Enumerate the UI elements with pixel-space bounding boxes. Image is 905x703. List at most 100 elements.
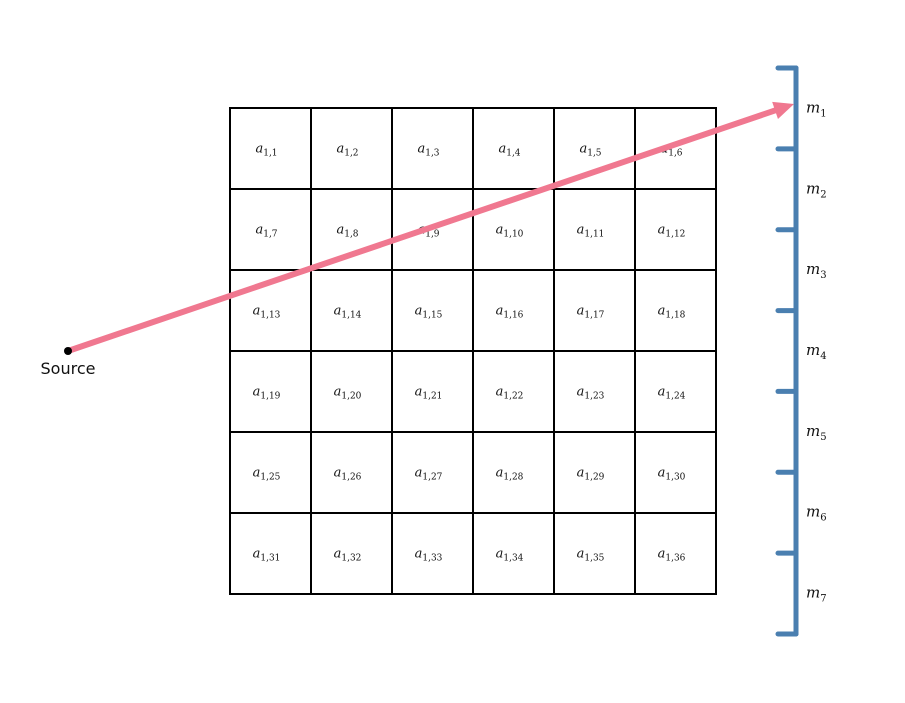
- cell-label-subscript: 1,27: [422, 473, 442, 483]
- cell-label-subscript: 1,12: [665, 230, 685, 240]
- detector-label-subscript: 4: [820, 351, 826, 362]
- cell-label-base: a: [334, 466, 342, 481]
- source-label: Source: [41, 359, 96, 378]
- detector-label-base: m: [806, 584, 820, 602]
- cell-label: a1,34: [496, 547, 524, 564]
- cell-label-subscript: 1,5: [587, 149, 602, 159]
- cell-label-subscript: 1,8: [344, 230, 359, 240]
- cell-label: a1,8: [336, 223, 358, 240]
- cell-label-subscript: 1,16: [503, 311, 523, 321]
- cell-label-base: a: [496, 304, 504, 319]
- grid-cell: a1,16: [472, 269, 555, 352]
- grid-cell: a1,17: [553, 269, 636, 352]
- cell-label: a1,20: [334, 385, 362, 402]
- cell-label-subscript: 1,11: [584, 230, 604, 240]
- grid-cell: a1,36: [634, 512, 717, 595]
- cell-label-subscript: 1,35: [584, 554, 604, 564]
- detector-label: m5: [806, 422, 827, 443]
- detector-label: m6: [806, 503, 827, 524]
- cell-label-base: a: [253, 466, 261, 481]
- detector-label: m4: [806, 341, 827, 362]
- cell-label-base: a: [496, 385, 504, 400]
- ray-line: [65, 107, 779, 354]
- cell-label-subscript: 1,25: [260, 473, 280, 483]
- cell-label-base: a: [577, 466, 585, 481]
- cell-label-base: a: [253, 547, 261, 562]
- cell-label: a1,3: [417, 142, 439, 159]
- cell-label: a1,21: [415, 385, 443, 402]
- detector-label-subscript: 2: [820, 189, 826, 200]
- cell-label-subscript: 1,30: [665, 473, 685, 483]
- cell-label-base: a: [658, 385, 666, 400]
- cell-label-base: a: [496, 466, 504, 481]
- cell-label: a1,27: [415, 466, 443, 483]
- cell-label-subscript: 1,3: [425, 149, 440, 159]
- cell-label-base: a: [577, 304, 585, 319]
- grid-cell: a1,4: [472, 107, 555, 190]
- cell-label: a1,4: [498, 142, 520, 159]
- cell-label-base: a: [496, 547, 504, 562]
- detector-label-base: m: [806, 179, 820, 197]
- grid-cell: a1,7: [229, 188, 312, 271]
- detector-label: m3: [806, 260, 827, 281]
- cell-label-base: a: [417, 142, 425, 157]
- grid-cell: a1,20: [310, 350, 393, 433]
- cell-label-base: a: [415, 385, 423, 400]
- grid-cell: a1,26: [310, 431, 393, 514]
- detector-label-base: m: [806, 503, 820, 521]
- cell-label: a1,15: [415, 304, 443, 321]
- cell-label-base: a: [336, 223, 344, 238]
- grid-cell: a1,21: [391, 350, 474, 433]
- grid-cell: a1,25: [229, 431, 312, 514]
- cell-label-subscript: 1,9: [425, 230, 440, 240]
- grid-cell: a1,3: [391, 107, 474, 190]
- cell-label-subscript: 1,24: [665, 392, 685, 402]
- cell-label-subscript: 1,36: [665, 554, 685, 564]
- cell-label-base: a: [415, 547, 423, 562]
- grid-cell: a1,27: [391, 431, 474, 514]
- cell-label-base: a: [658, 304, 666, 319]
- cell-label: a1,36: [658, 547, 686, 564]
- grid-cell: a1,35: [553, 512, 636, 595]
- cell-label: a1,17: [577, 304, 605, 321]
- grid-cell: a1,11: [553, 188, 636, 271]
- detector-label-subscript: 3: [820, 270, 826, 281]
- cell-label-subscript: 1,7: [263, 230, 278, 240]
- cell-label-base: a: [658, 466, 666, 481]
- detector-label: m1: [806, 98, 827, 119]
- cell-label: a1,10: [496, 223, 524, 240]
- cell-label: a1,33: [415, 547, 443, 564]
- detector-label-subscript: 7: [820, 594, 826, 605]
- cell-label: a1,19: [253, 385, 281, 402]
- cell-label-subscript: 1,20: [341, 392, 361, 402]
- cell-label-base: a: [253, 385, 261, 400]
- cell-label-subscript: 1,33: [422, 554, 442, 564]
- cell-label-subscript: 1,13: [260, 311, 280, 321]
- cell-label-base: a: [334, 385, 342, 400]
- cell-label-subscript: 1,23: [584, 392, 604, 402]
- grid-cell: a1,32: [310, 512, 393, 595]
- detector-label-base: m: [806, 422, 820, 440]
- grid-cell: a1,1: [229, 107, 312, 190]
- cell-label: a1,7: [255, 223, 277, 240]
- cell-label-subscript: 1,31: [260, 554, 280, 564]
- cell-label: a1,5: [579, 142, 601, 159]
- grid-cell: a1,5: [553, 107, 636, 190]
- cell-label-base: a: [577, 223, 585, 238]
- cell-label-subscript: 1,19: [260, 392, 280, 402]
- grid-cell: a1,23: [553, 350, 636, 433]
- detector-label-base: m: [806, 260, 820, 278]
- grid-cell: a1,24: [634, 350, 717, 433]
- grid-cell: a1,33: [391, 512, 474, 595]
- cell-label-subscript: 1,6: [668, 149, 683, 159]
- cell-label-subscript: 1,21: [422, 392, 442, 402]
- cell-label: a1,18: [658, 304, 686, 321]
- cell-label: a1,1: [255, 142, 277, 159]
- cell-label: a1,28: [496, 466, 524, 483]
- grid-cell: a1,18: [634, 269, 717, 352]
- cell-label-base: a: [255, 142, 263, 157]
- detector-label-subscript: 1: [820, 108, 826, 119]
- cell-label-subscript: 1,17: [584, 311, 604, 321]
